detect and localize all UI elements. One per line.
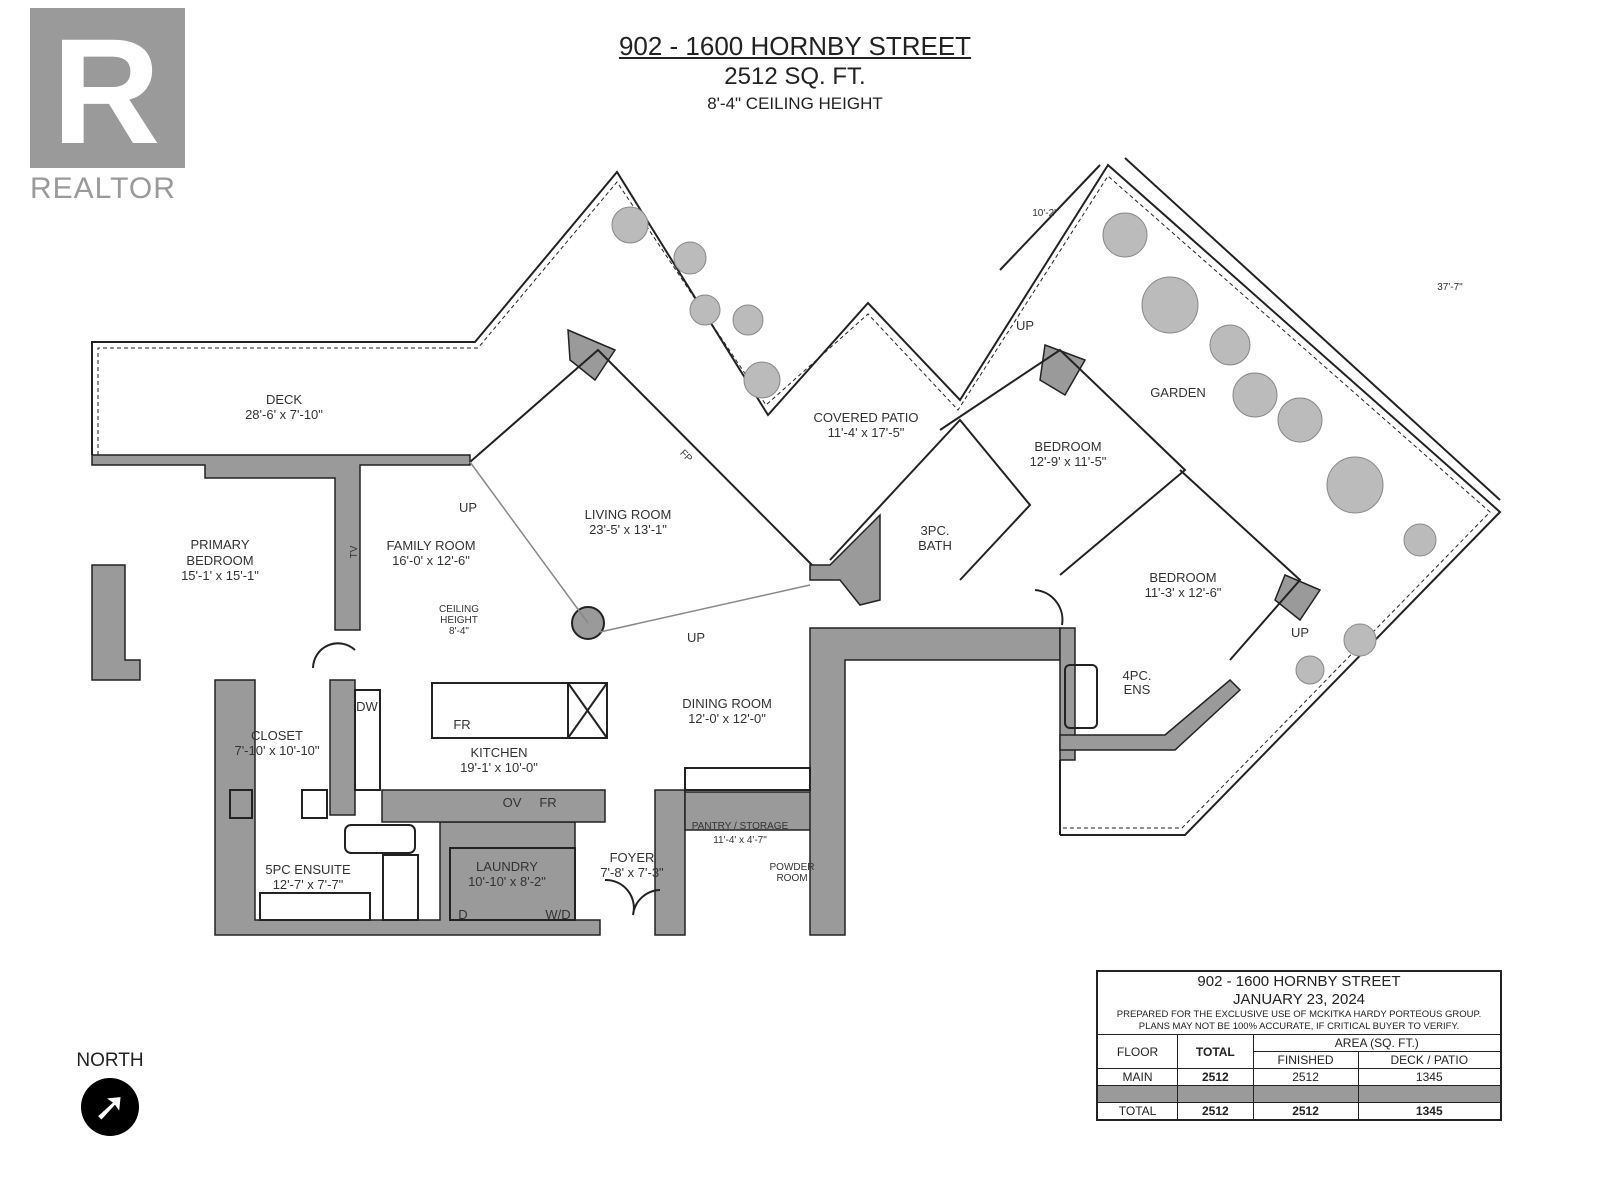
cell-total-text: 2512 [1201, 1070, 1229, 1084]
bedroom-2-dims: 12'-9' x 11'-5" [1030, 454, 1107, 469]
ensuite-5pc-label: 5PC ENSUITE [265, 862, 351, 877]
kitchen-label: KITCHEN [470, 745, 527, 760]
covered-patio-label: COVERED PATIO [814, 410, 919, 425]
living-room-dims: 23'-5' x 13'-1" [589, 522, 667, 537]
table-row-empty [1096, 1085, 1502, 1103]
pantry-label: PANTRY / STORAGE [692, 821, 789, 832]
cell-total: 2512 [1177, 1068, 1254, 1086]
foyer-label: FOYER [610, 850, 655, 865]
title-address: 902 - 1600 HORNBY STREET [618, 31, 972, 61]
bath-3pc-label-2: BATH [918, 538, 952, 553]
ceiling-note-2: HEIGHT [440, 615, 478, 626]
north-indicator: NORTH ➚ [70, 1050, 150, 1136]
cell-deck: 1345 [1357, 1102, 1502, 1121]
ensuite-5pc-dims: 12'-7' x 7'-7" [273, 877, 344, 892]
up-label-patio: UP [1016, 318, 1034, 333]
plan-title: 902 - 1600 HORNBY STREET 2512 SQ. FT. 8'… [560, 30, 1030, 116]
island-fridge-label: FR [453, 717, 470, 732]
living-room-label: LIVING ROOM [585, 507, 672, 522]
header-finished: FINISHED [1252, 1051, 1359, 1069]
up-label-family: UP [459, 500, 477, 515]
legend-address: 902 - 1600 HORNBY STREET [1197, 973, 1401, 990]
family-room-dims: 16'-0' x 12'-6" [392, 553, 470, 568]
closet-dims: 7'-10' x 10'-10" [234, 743, 319, 758]
cell-floor: MAIN [1096, 1068, 1179, 1086]
family-room-label: FAMILY ROOM [386, 538, 475, 553]
realtor-logo-mark: R [30, 8, 185, 168]
tv-label: TV [349, 545, 360, 558]
area-summary-table: 902 - 1600 HORNBY STREET JANUARY 23, 202… [1096, 970, 1502, 1121]
cell-finished: 2512 [1252, 1068, 1359, 1086]
legend-note-2: PLANS MAY NOT BE 100% ACCURATE, IF CRITI… [1138, 1021, 1460, 1032]
deck-label: DECK [266, 392, 302, 407]
dining-room-label: DINING ROOM [682, 696, 772, 711]
dining-room-dims: 12'-0' x 12'-0" [688, 711, 766, 726]
cell-total: 2512 [1177, 1102, 1254, 1121]
bath-3pc-label-1: 3PC. [921, 523, 950, 538]
cell-deck: 1345 [1357, 1068, 1502, 1086]
bedroom-3-dims: 11'-3' x 12'-6" [1145, 585, 1222, 600]
title-area: 2512 SQ. FT. [724, 63, 866, 90]
north-arrow-icon: ➚ [81, 1078, 139, 1136]
ensuite-4pc-label-1: 4PC. [1123, 668, 1152, 683]
interior-walls [91, 328, 1322, 936]
realtor-logo: R REALTOR [30, 8, 190, 206]
pantry-dims: 11'-4' x 4'-7" [713, 835, 767, 846]
deck-dims: 28'-6' x 7'-10" [245, 407, 323, 422]
ceiling-note-3: 8'-4" [449, 626, 469, 637]
fridge-label: FR [539, 795, 556, 810]
table-row-total: TOTAL 2512 2512 1345 [1096, 1102, 1502, 1121]
laundry-label: LAUNDRY [476, 859, 538, 874]
oven-label: OV [503, 795, 522, 810]
dimension-side: 37'-7" [1437, 282, 1463, 293]
garden-plants [611, 206, 1437, 685]
closet-label: CLOSET [251, 728, 303, 743]
header-deck: DECK / PATIO [1357, 1051, 1502, 1069]
north-label: NORTH [76, 1050, 144, 1071]
header-area: AREA (SQ. FT.) [1252, 1034, 1502, 1052]
title-ceiling: 8'-4" CEILING HEIGHT [707, 94, 883, 113]
cell-deck-text: 1345 [1415, 1104, 1443, 1118]
powder-room-label-2: ROOM [776, 873, 807, 884]
realtor-logo-text: REALTOR [30, 172, 176, 205]
cell-finished: 2512 [1252, 1102, 1359, 1121]
ensuite-4pc-label-2: ENS [1124, 682, 1151, 697]
table-row: MAIN 2512 2512 1345 [1096, 1068, 1502, 1086]
room-lines [229, 348, 1302, 921]
bedroom-2-label: BEDROOM [1034, 439, 1101, 454]
exterior-outline [91, 157, 1502, 836]
cell-total-text: 2512 [1201, 1104, 1229, 1118]
legend-date: JANUARY 23, 2024 [1232, 991, 1366, 1008]
fireplace-label: FP [677, 448, 694, 465]
header-total-text: TOTAL [1195, 1044, 1235, 1059]
laundry-dims: 10'-10' x 8'-2" [468, 874, 546, 889]
legend-header: 902 - 1600 HORNBY STREET JANUARY 23, 202… [1096, 970, 1502, 1035]
garden-label: GARDEN [1150, 385, 1206, 400]
primary-bedroom-dims: 15'-1' x 15'-1" [181, 568, 259, 583]
powder-room-label-1: POWDER [770, 862, 815, 873]
dishwasher-label: DW [356, 699, 378, 714]
cell-finished-text: 2512 [1292, 1104, 1319, 1118]
primary-bedroom-label-2: BEDROOM [186, 553, 253, 568]
cell-floor: TOTAL [1096, 1102, 1179, 1121]
header-floor: FLOOR [1096, 1034, 1179, 1069]
ceiling-note-1: CEILING [439, 604, 479, 615]
dryer-label: D [458, 907, 467, 922]
kitchen-dims: 19'-1' x 10'-0" [460, 760, 538, 775]
primary-bedroom-label-1: PRIMARY [191, 537, 250, 552]
dimension-top: 10'-2" [1032, 208, 1058, 219]
up-label-dining: UP [687, 630, 705, 645]
header-total: TOTAL [1177, 1034, 1254, 1069]
foyer-dims: 7'-8' x 7'-3" [600, 865, 664, 880]
up-label-garden: UP [1291, 625, 1309, 640]
washer-dryer-label: W/D [545, 907, 570, 922]
covered-patio-dims: 11'-4' x 17'-5" [828, 425, 905, 440]
legend-note-1: PREPARED FOR THE EXCLUSIVE USE OF MCKITK… [1116, 1009, 1482, 1020]
bedroom-3-label: BEDROOM [1149, 570, 1216, 585]
